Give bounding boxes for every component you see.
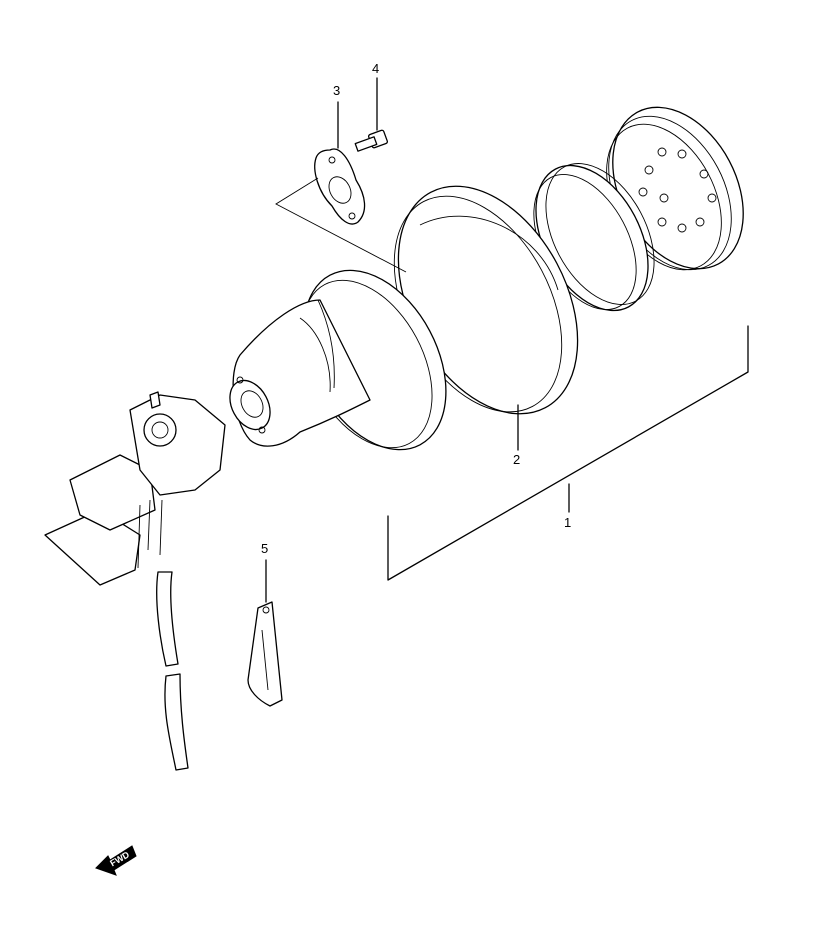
clamp	[247, 601, 283, 707]
filter-element	[393, 185, 579, 415]
bolt	[354, 129, 388, 152]
fuel-hose	[156, 571, 189, 771]
filter-case	[229, 269, 447, 451]
callout-4: 4	[372, 61, 379, 76]
fwd-arrow-icon: FWD	[95, 845, 137, 876]
callout-3: 3	[333, 83, 340, 98]
gasket-reference-line	[275, 177, 407, 273]
carburetor	[44, 391, 226, 586]
callout-5: 5	[261, 541, 268, 556]
callout-2: 2	[513, 452, 520, 467]
cover-holes	[638, 147, 717, 233]
part-1-bracket	[387, 325, 749, 581]
callout-1: 1	[564, 515, 571, 530]
gasket	[314, 148, 366, 225]
